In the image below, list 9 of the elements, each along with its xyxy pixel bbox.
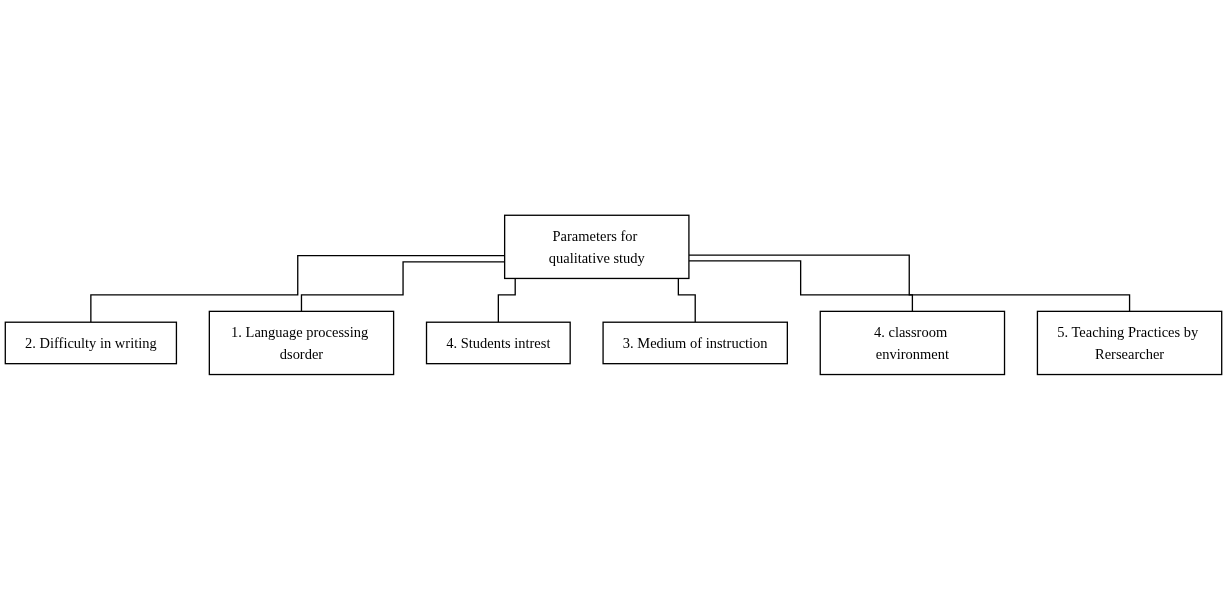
- node-box: 5. Teaching Practices by Rersearcher: [1036, 310, 1223, 376]
- connector: [688, 260, 914, 313]
- node-box: 4. Students intrest: [425, 321, 571, 365]
- node-box: 2. Difficulty in writing: [4, 321, 178, 365]
- node-box: Parameters for qualitative study: [503, 214, 690, 280]
- node-box: 1. Language processing dsorder: [208, 310, 395, 376]
- node-box: 4. classroom environment: [819, 310, 1006, 376]
- node-box: 3. Medium of instruction: [602, 321, 788, 365]
- connector: [688, 254, 1131, 313]
